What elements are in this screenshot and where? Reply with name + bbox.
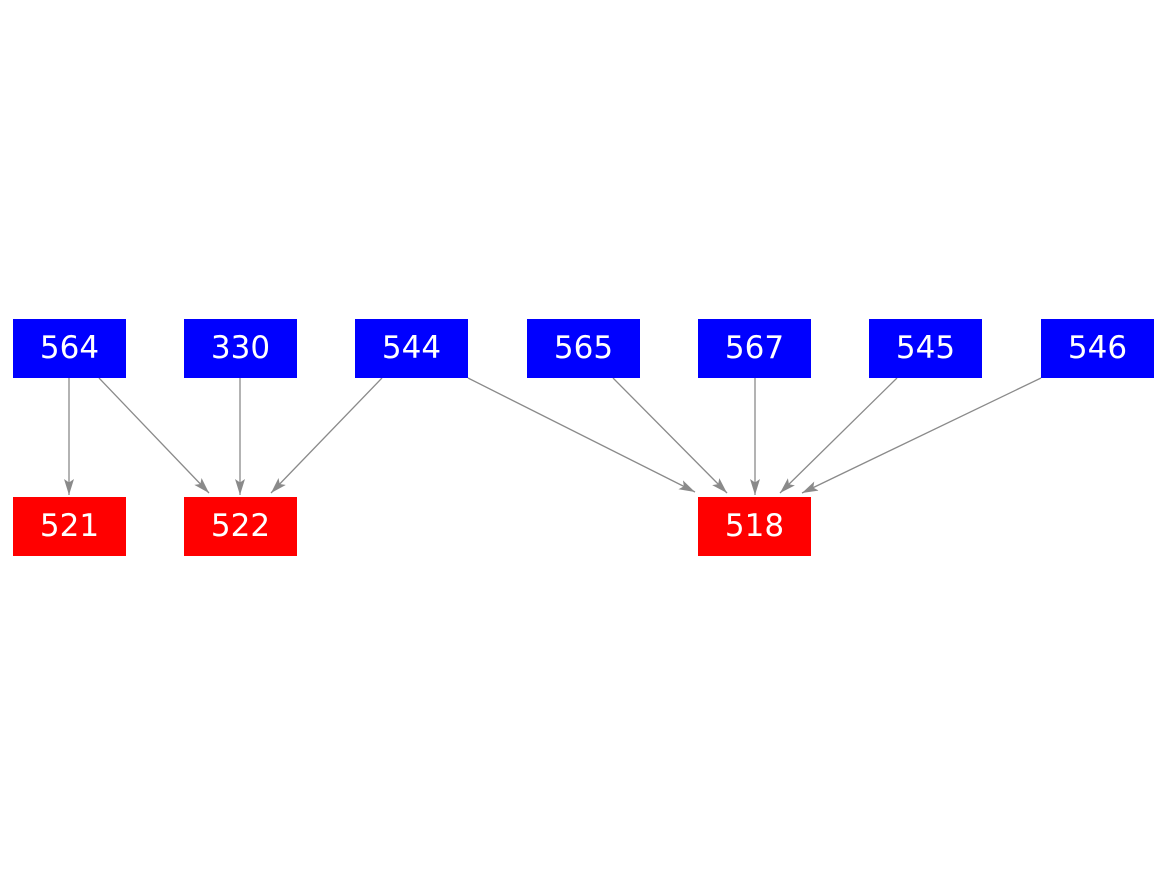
edge-arrow-544-to-522 <box>270 377 383 494</box>
node-564: 564 <box>13 319 126 378</box>
edge-arrow-564-to-522 <box>98 377 210 494</box>
node-545: 545 <box>869 319 982 378</box>
edge-group <box>64 377 1042 495</box>
edge-arrow-545-to-518 <box>779 377 898 494</box>
edge-arrow-544-to-518 <box>467 377 696 493</box>
node-546: 546 <box>1041 319 1154 378</box>
node-518: 518 <box>698 497 811 556</box>
node-544: 544 <box>355 319 468 378</box>
edge-arrow-546-to-518 <box>801 377 1042 494</box>
node-567: 567 <box>698 319 811 378</box>
node-522: 522 <box>184 497 297 556</box>
node-330: 330 <box>184 319 297 378</box>
node-565: 565 <box>527 319 640 378</box>
edge-arrow-565-to-518 <box>612 377 728 494</box>
node-521: 521 <box>13 497 126 556</box>
